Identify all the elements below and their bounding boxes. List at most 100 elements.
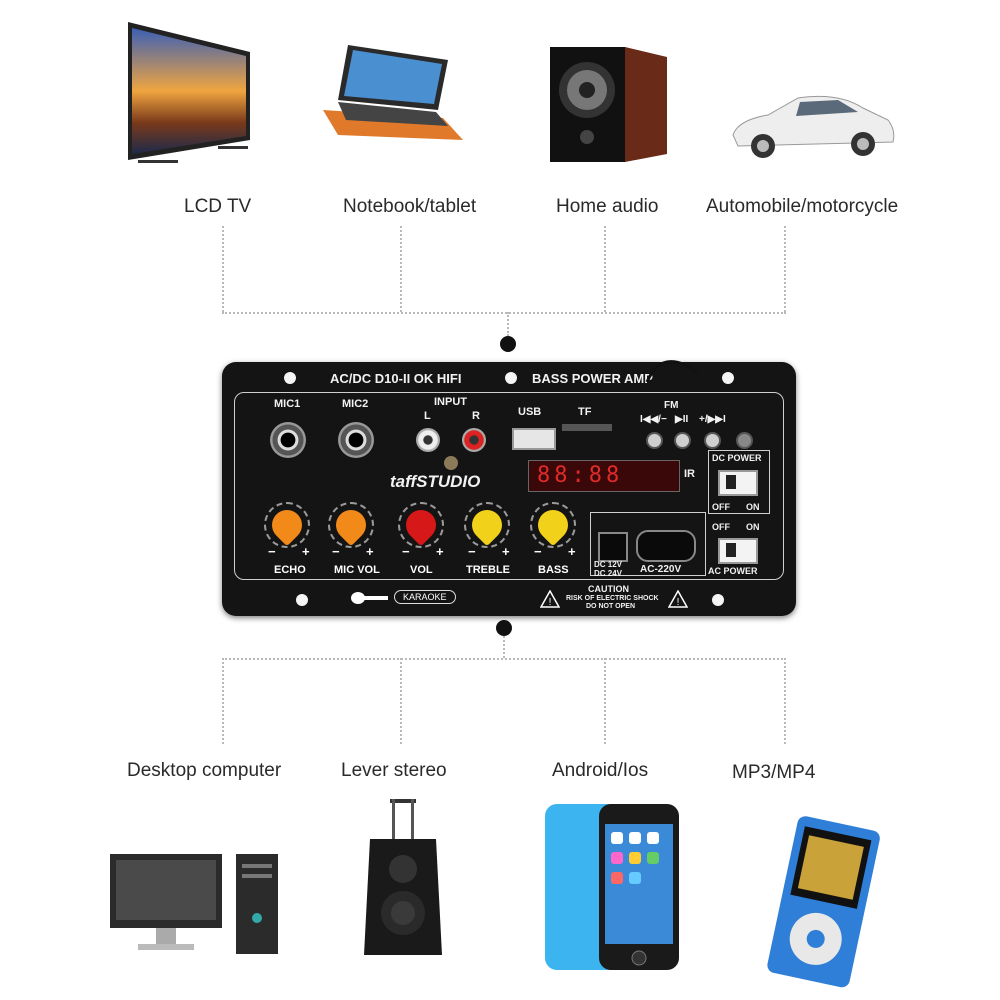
play-pause-button[interactable] bbox=[674, 432, 691, 449]
connector-line bbox=[784, 226, 786, 312]
bass-knob[interactable] bbox=[530, 502, 576, 548]
input-left-label: L bbox=[424, 410, 431, 422]
caution-line-1: RISK OF ELECTRIC SHOCK bbox=[566, 595, 659, 602]
car-icon bbox=[728, 90, 898, 162]
echo-plus: + bbox=[302, 544, 310, 559]
vol-knob[interactable] bbox=[398, 502, 444, 548]
treble-label: TREBLE bbox=[466, 564, 510, 576]
connector-line bbox=[503, 636, 505, 658]
ac-power-switch[interactable] bbox=[718, 538, 758, 564]
mount-hole bbox=[505, 372, 517, 384]
ir-sensor bbox=[736, 432, 753, 449]
usb-label: USB bbox=[518, 406, 542, 418]
device-label-desktop: Desktop computer bbox=[127, 760, 282, 781]
dc-input-jack[interactable] bbox=[598, 532, 628, 562]
treble-knob[interactable] bbox=[464, 502, 510, 548]
input-right-label: R bbox=[472, 410, 480, 422]
prev-label: I◀◀/− bbox=[640, 414, 667, 425]
device-label-home-audio: Home audio bbox=[556, 196, 659, 217]
dc-power-switch[interactable] bbox=[718, 470, 758, 496]
dc-voltage-label-2: DC 24V bbox=[594, 569, 623, 578]
treble-plus: + bbox=[502, 544, 510, 559]
vol-plus: + bbox=[436, 544, 444, 559]
laptop-icon bbox=[318, 40, 468, 150]
connector-dot bbox=[500, 336, 516, 352]
tf-label: TF bbox=[578, 406, 592, 418]
connector-line bbox=[222, 312, 786, 314]
speaker-icon bbox=[545, 42, 670, 167]
echo-label: ECHO bbox=[274, 564, 306, 576]
amp-model-title: AC/DC D10-II OK HIFI bbox=[330, 371, 462, 386]
fm-label: FM bbox=[664, 400, 679, 411]
device-label-notebook: Notebook/tablet bbox=[343, 196, 477, 217]
mic-vol-plus: + bbox=[366, 544, 374, 559]
control-area bbox=[234, 392, 784, 580]
mount-hole bbox=[712, 594, 724, 606]
power-input-box bbox=[590, 512, 706, 576]
ac-voltage-label: AC-220V bbox=[640, 564, 682, 575]
vol-label: VOL bbox=[410, 564, 433, 576]
led-indicator bbox=[444, 456, 458, 470]
treble-minus: − bbox=[468, 544, 476, 559]
connector-line bbox=[222, 658, 224, 744]
caution-line-2: DO NOT OPEN bbox=[586, 603, 636, 610]
echo-knob[interactable] bbox=[264, 502, 310, 548]
ac-on-label: ON bbox=[746, 522, 760, 532]
rca-left-jack[interactable] bbox=[416, 428, 440, 452]
tv-icon bbox=[118, 22, 258, 172]
microphone-icon bbox=[351, 592, 388, 604]
ac-off-label: OFF bbox=[712, 522, 730, 532]
ac-power-label: AC POWER bbox=[708, 566, 758, 576]
bass-label: BASS bbox=[538, 564, 569, 576]
connector-line bbox=[784, 658, 786, 744]
amp-type-title: BASS POWER AMP bbox=[532, 371, 653, 386]
connector-line bbox=[604, 658, 606, 744]
echo-minus: − bbox=[268, 544, 276, 559]
caution-title: CAUTION bbox=[588, 584, 629, 594]
mic1-jack[interactable] bbox=[270, 422, 306, 458]
input-label: INPUT bbox=[434, 396, 467, 408]
mic-vol-knob[interactable] bbox=[328, 502, 374, 548]
bass-minus: − bbox=[534, 544, 542, 559]
mp3-player-icon bbox=[760, 810, 890, 990]
connector-line bbox=[400, 226, 402, 312]
connector-line bbox=[222, 226, 224, 312]
mic2-jack[interactable] bbox=[338, 422, 374, 458]
connector-line bbox=[222, 658, 786, 660]
warning-icon: ! bbox=[668, 590, 688, 608]
dc-voltage-label-1: DC 12V bbox=[594, 560, 623, 569]
device-label-lcd-tv: LCD TV bbox=[184, 196, 252, 217]
connector-line bbox=[604, 226, 606, 312]
tf-card-slot[interactable] bbox=[562, 424, 612, 431]
ac-input-socket[interactable] bbox=[636, 530, 696, 562]
play-label: ▶II bbox=[675, 414, 689, 425]
warning-icon: ! bbox=[540, 590, 560, 608]
connector-dot bbox=[496, 620, 512, 636]
dc-on-label: ON bbox=[746, 502, 760, 512]
connector-line bbox=[507, 312, 509, 336]
dc-off-label: OFF bbox=[712, 502, 730, 512]
mount-hole bbox=[296, 594, 308, 606]
mic1-label: MIC1 bbox=[274, 398, 301, 410]
vol-minus: − bbox=[402, 544, 410, 559]
karaoke-badge: KARAOKE bbox=[394, 590, 456, 604]
desktop-icon bbox=[108, 850, 280, 960]
next-button[interactable] bbox=[704, 432, 721, 449]
ir-label: IR bbox=[684, 468, 695, 480]
antenna-wire bbox=[645, 360, 698, 383]
mic2-label: MIC2 bbox=[342, 398, 369, 410]
amplifier-panel: AC/DC D10-II OK HIFI BASS POWER AMP MIC1… bbox=[222, 360, 796, 616]
rca-right-jack[interactable] bbox=[462, 428, 486, 452]
device-label-lever-stereo: Lever stereo bbox=[341, 760, 447, 781]
mount-hole bbox=[722, 372, 734, 384]
led-display: 88:88 bbox=[528, 460, 680, 492]
display-readout: 88:88 bbox=[537, 463, 624, 488]
svg-text:!: ! bbox=[677, 597, 680, 608]
mic-vol-minus: − bbox=[332, 544, 340, 559]
mic-vol-label: MIC VOL bbox=[334, 564, 380, 576]
prev-button[interactable] bbox=[646, 432, 663, 449]
mount-hole bbox=[284, 372, 296, 384]
phone-icon bbox=[543, 800, 683, 975]
usb-port[interactable] bbox=[512, 428, 556, 450]
bass-plus: + bbox=[568, 544, 576, 559]
